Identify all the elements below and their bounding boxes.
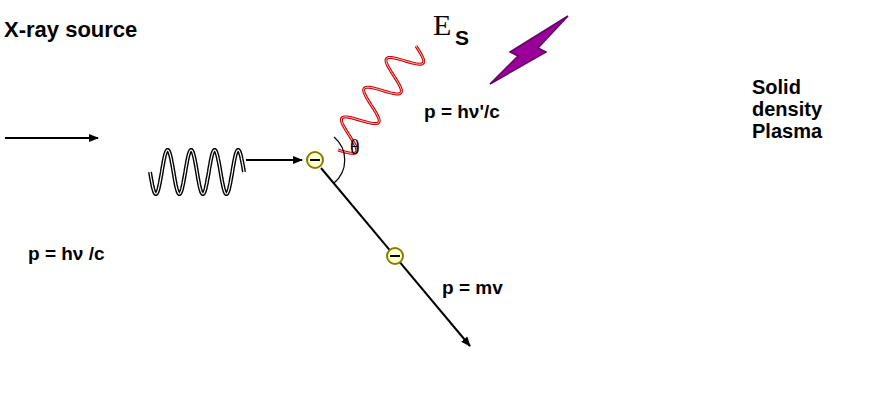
incident-arrow [246,159,302,161]
momentum-label: p = hν'/c [424,102,500,123]
angle-label: θ [350,136,360,158]
energy-subscript: S [455,26,469,49]
electron-symbol [307,152,323,168]
lightning-symbol [490,16,568,84]
angle-arc [334,137,345,183]
incident-wave-core [150,150,244,194]
energy-symbol: E [433,8,451,41]
electron-path [321,168,470,346]
plasma-label: Solid density Plasma [752,76,847,142]
momentum-label: p = mv [442,278,503,299]
source-label: X-ray source [4,18,137,42]
incident-wave [150,150,244,194]
source-arrow [5,137,98,139]
electron-symbol [387,248,403,264]
momentum-label: p = hν /c [28,244,105,265]
